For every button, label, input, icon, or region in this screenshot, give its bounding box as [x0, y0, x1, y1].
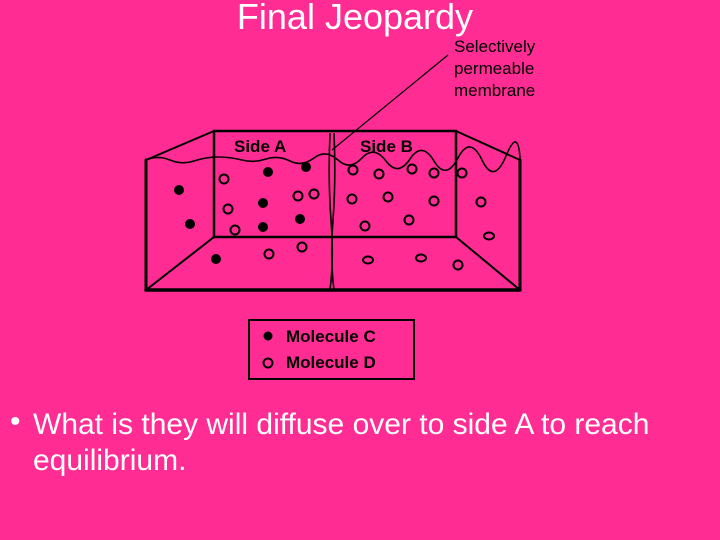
molecule-d: [415, 253, 427, 263]
molecule-c: [211, 254, 221, 264]
molecule-d: [346, 193, 358, 205]
slide-title: Final Jeopardy: [236, 0, 474, 37]
molecule-d: [475, 196, 487, 208]
molecule-d: [292, 190, 304, 202]
molecule-c: [295, 214, 305, 224]
molecule-d: [263, 248, 275, 260]
legend-filled-circle-icon: [263, 331, 273, 341]
selectively-permeable-membrane: [328, 132, 336, 291]
molecule-c: [185, 219, 195, 229]
legend-label-molecule-d: Molecule D: [286, 353, 376, 372]
side-a-label: Side A: [234, 137, 286, 156]
molecule-d: [382, 191, 394, 203]
molecule-c: [263, 167, 273, 177]
legend: Molecule C Molecule D: [248, 319, 415, 380]
molecule-d: [428, 167, 440, 179]
molecule-d: [296, 241, 308, 253]
molecule-d: [403, 214, 415, 226]
molecule-d: [308, 188, 320, 200]
molecule-d: [406, 163, 418, 175]
membrane-label-line-2: permeable: [454, 59, 534, 78]
container-box: [144, 129, 522, 292]
molecule-c: [258, 198, 268, 208]
legend-box: [248, 319, 415, 380]
molecule-c: [174, 185, 184, 195]
molecule-d: [452, 259, 464, 271]
molecule-d-group: [218, 163, 495, 271]
membrane-pointer-line: [331, 54, 449, 151]
side-b-label: Side B: [360, 137, 413, 156]
membrane-label-line-1: Selectively: [454, 37, 536, 56]
molecule-d: [373, 168, 385, 180]
legend-open-circle-icon: [262, 357, 274, 369]
bullet-text: What is they will diffuse over to side A…: [33, 408, 650, 477]
molecule-d: [347, 164, 359, 176]
molecule-d: [362, 255, 374, 265]
molecule-d: [428, 195, 440, 207]
membrane-label-line-3: membrane: [454, 81, 535, 100]
bullet-dot: •: [10, 405, 21, 438]
molecule-d: [456, 167, 468, 179]
molecule-d: [359, 220, 371, 232]
molecule-d: [222, 203, 234, 215]
molecule-d: [218, 173, 230, 185]
molecule-c: [258, 222, 268, 232]
molecule-c: [301, 162, 311, 172]
molecule-d: [229, 224, 241, 236]
molecule-c-group: [174, 162, 311, 264]
legend-label-molecule-c: Molecule C: [286, 327, 376, 346]
molecule-d: [483, 231, 495, 241]
